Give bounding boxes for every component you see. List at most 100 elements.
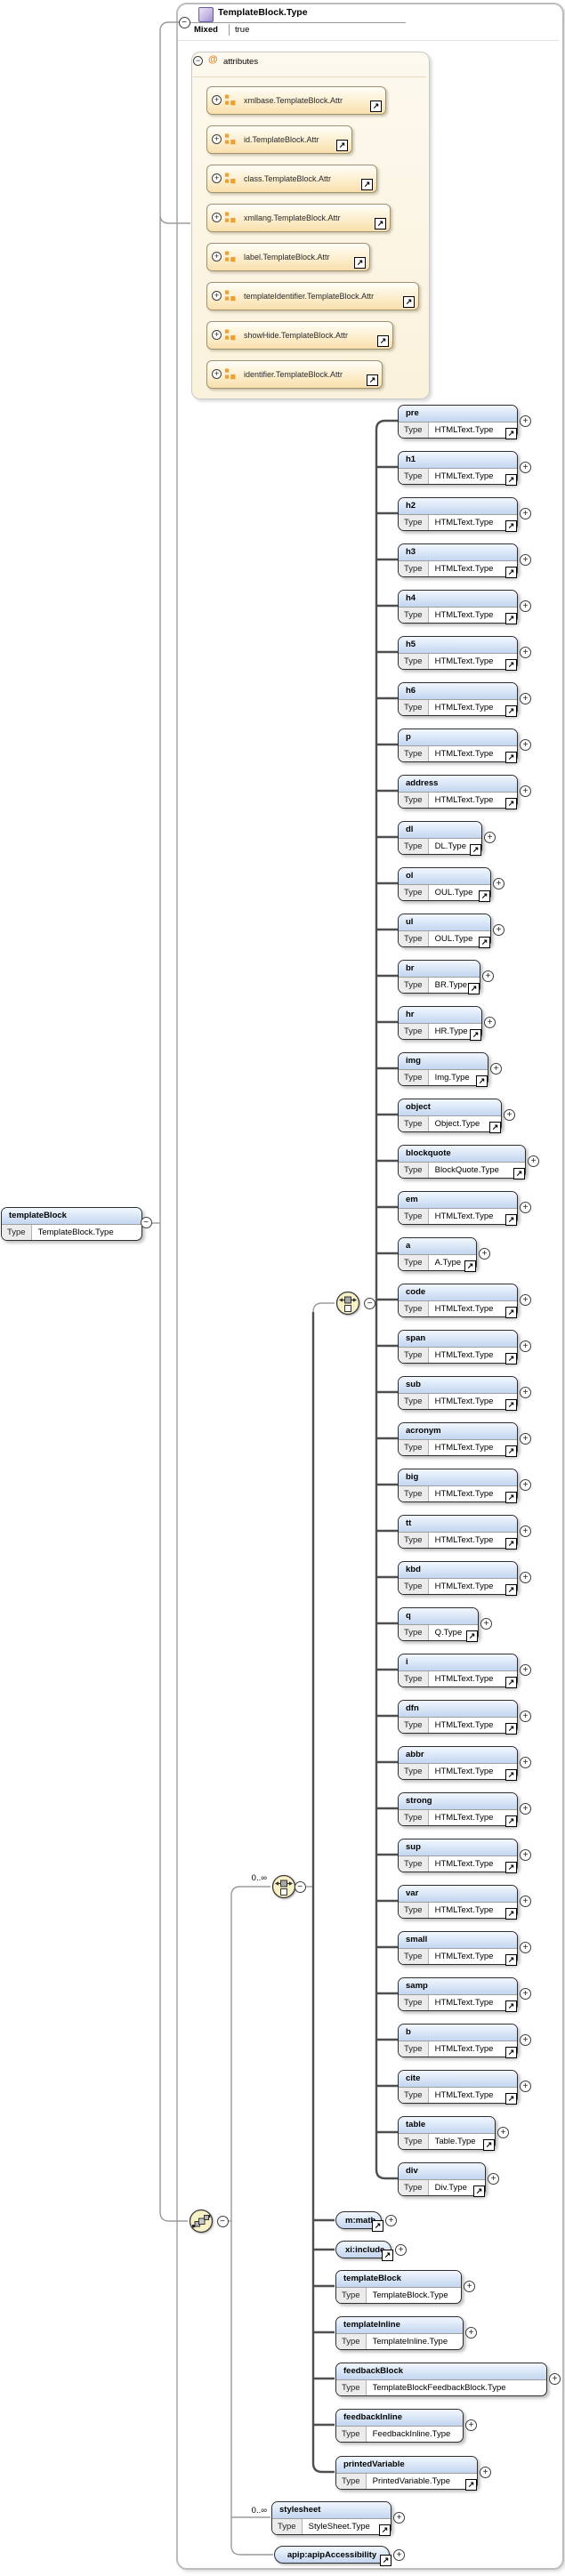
expand-handle-m:math[interactable]: + [385, 2214, 397, 2226]
jump-to-definition-icon[interactable]: ↗ [466, 1630, 478, 1642]
expand-handle-b[interactable]: + [520, 2033, 531, 2046]
jump-to-definition-icon[interactable]: ↗ [370, 101, 382, 112]
expand-handle-h4[interactable]: + [520, 600, 531, 612]
expand-handle-sub[interactable]: + [520, 1386, 531, 1398]
jump-to-definition-icon[interactable]: ↗ [505, 520, 517, 532]
attribute-showHide.TemplateBlock.Attr[interactable]: showHide.TemplateBlock.Attr [206, 321, 393, 350]
attribute-id.TemplateBlock.Attr[interactable]: id.TemplateBlock.Attr [206, 125, 352, 154]
expand-handle-big[interactable]: + [520, 1478, 531, 1491]
expand-handle-dl[interactable]: + [484, 831, 496, 843]
expand-handle-apip:apipAccessibility[interactable]: + [393, 2548, 405, 2561]
jump-to-definition-icon[interactable]: ↗ [361, 179, 373, 190]
expand-handle-em[interactable]: + [520, 1201, 531, 1213]
jump-to-definition-icon[interactable]: ↗ [505, 1862, 517, 1873]
expand-handle-h6[interactable]: + [520, 692, 531, 704]
jump-to-definition-icon[interactable]: ↗ [505, 613, 517, 624]
expand-handle-acronym[interactable]: + [520, 1432, 531, 1445]
expand-handle-cite[interactable]: + [520, 2080, 531, 2092]
jump-to-definition-icon[interactable]: ↗ [505, 705, 517, 717]
jump-to-definition-icon[interactable]: ↗ [505, 428, 517, 439]
jump-to-definition-icon[interactable]: ↗ [336, 140, 348, 151]
jump-to-definition-icon[interactable]: ↗ [505, 2000, 517, 2012]
jump-to-definition-icon[interactable]: ↗ [505, 1538, 517, 1550]
collapse-handle-choice-outer[interactable]: − [294, 1880, 306, 1893]
jump-to-definition-icon[interactable]: ↗ [505, 1214, 517, 1226]
jump-to-definition-icon[interactable]: ↗ [354, 257, 366, 269]
attribute-templateIdentifier.TemplateBlock.Attr[interactable]: templateIdentifier.TemplateBlock.Attr [206, 282, 419, 310]
expand-handle-img[interactable]: + [490, 1062, 502, 1075]
jump-to-definition-icon[interactable]: ↗ [505, 1723, 517, 1735]
expand-handle-var[interactable]: + [520, 1895, 531, 1907]
attribute-xmllang.TemplateBlock.Attr[interactable]: xmllang.TemplateBlock.Attr [206, 204, 391, 232]
jump-to-definition-icon[interactable]: ↗ [379, 2524, 391, 2536]
jump-to-definition-icon[interactable]: ↗ [403, 296, 415, 308]
expand-handle-p[interactable]: + [520, 738, 531, 751]
jump-to-definition-icon[interactable]: ↗ [367, 374, 378, 386]
expand-handle-q[interactable]: + [480, 1617, 492, 1630]
collapse-handle-type[interactable]: − [178, 16, 190, 28]
jump-to-definition-icon[interactable]: ↗ [377, 335, 389, 347]
element-apip:apipAccessibility[interactable]: apip:apipAccessibility [274, 2546, 390, 2564]
expand-handle-br[interactable]: + [482, 970, 494, 982]
expand-handle-attr[interactable]: + [212, 368, 222, 379]
jump-to-definition-icon[interactable]: ↗ [470, 1029, 481, 1041]
jump-to-definition-icon[interactable]: ↗ [505, 474, 517, 486]
expand-handle-object[interactable]: + [504, 1108, 515, 1121]
sequence-icon[interactable] [189, 2209, 214, 2234]
expand-handle-templateBlock[interactable]: + [464, 2280, 475, 2292]
jump-to-definition-icon[interactable]: ↗ [505, 1769, 517, 1781]
expand-handle-stylesheet[interactable]: + [393, 2511, 405, 2524]
expand-handle-xi:include[interactable]: + [395, 2243, 407, 2256]
jump-to-definition-icon[interactable]: ↗ [372, 2220, 383, 2232]
expand-handle-attr[interactable]: + [212, 290, 222, 301]
attribute-xmlbase.TemplateBlock.Attr[interactable]: xmlbase.TemplateBlock.Attr [206, 86, 386, 115]
collapse-handle-sequence[interactable]: − [216, 2215, 229, 2227]
expand-handle-attr[interactable]: + [212, 329, 222, 340]
expand-handle-blockquote[interactable]: + [528, 1155, 539, 1167]
expand-handle-ol[interactable]: + [493, 877, 504, 890]
jump-to-definition-icon[interactable]: ↗ [375, 218, 386, 229]
expand-handle-attr[interactable]: + [212, 94, 222, 105]
jump-to-definition-icon[interactable]: ↗ [505, 1445, 517, 1457]
expand-handle-h1[interactable]: + [520, 461, 531, 473]
jump-to-definition-icon[interactable]: ↗ [505, 1399, 517, 1411]
jump-to-definition-icon[interactable]: ↗ [505, 1492, 517, 1503]
jump-to-definition-icon[interactable]: ↗ [380, 2555, 391, 2566]
expand-handle-code[interactable]: + [520, 1293, 531, 1306]
expand-handle-strong[interactable]: + [520, 1802, 531, 1815]
jump-to-definition-icon[interactable]: ↗ [505, 2047, 517, 2058]
expand-handle-h2[interactable]: + [520, 507, 531, 519]
jump-to-definition-icon[interactable]: ↗ [505, 798, 517, 809]
expand-handle-i[interactable]: + [520, 1663, 531, 1676]
expand-handle-abbr[interactable]: + [520, 1756, 531, 1768]
